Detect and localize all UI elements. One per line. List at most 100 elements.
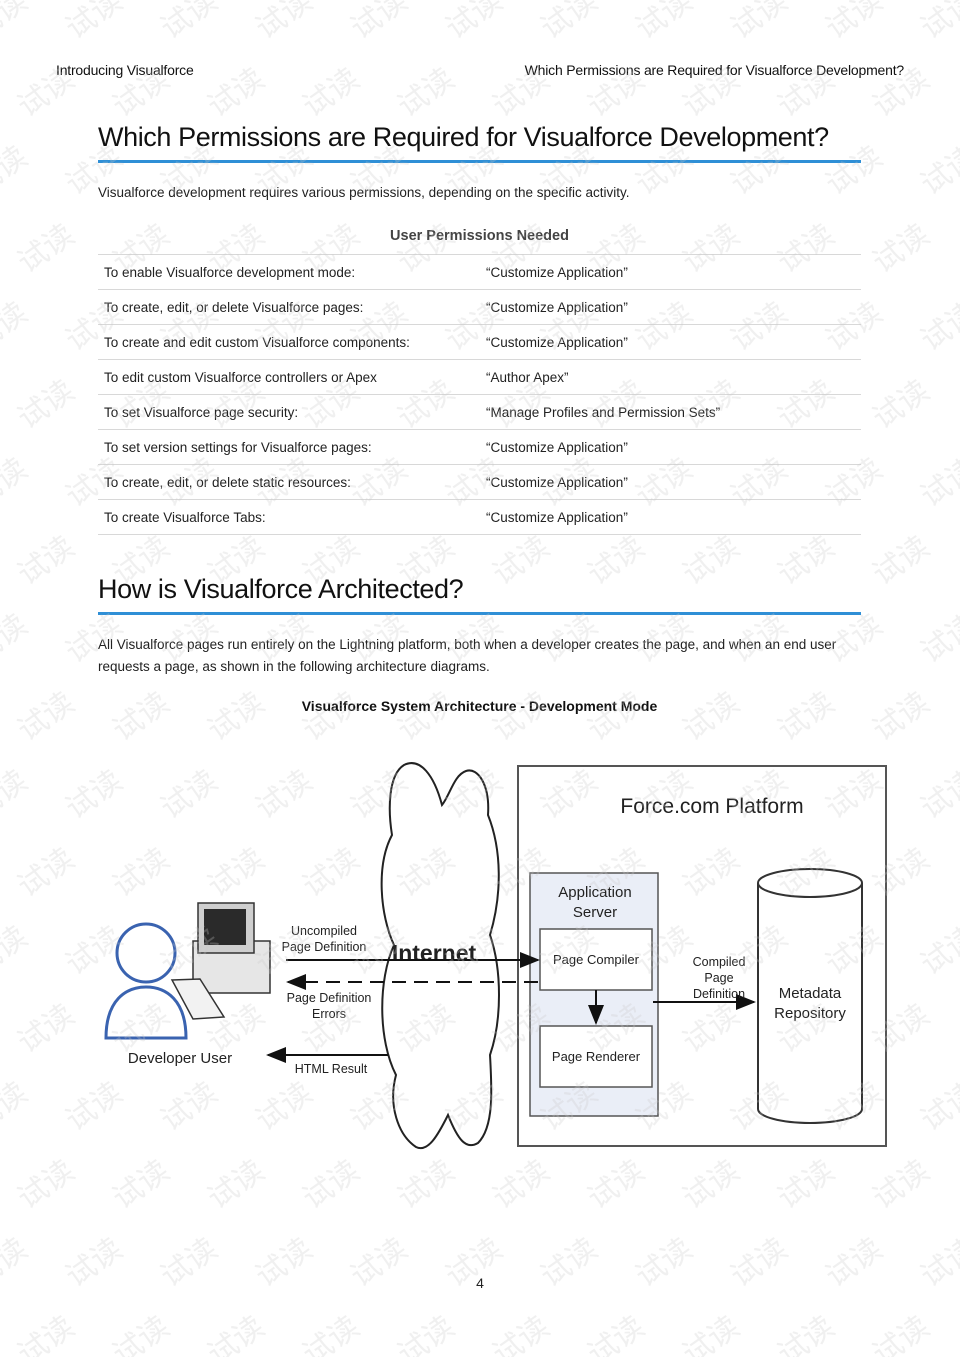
section-title-architecture: How is Visualforce Architected?: [98, 574, 861, 615]
watermark-text: 试读: [297, 61, 366, 124]
running-header-left: Introducing Visualforce: [56, 62, 194, 78]
watermark-text: 试读: [867, 217, 936, 280]
permissions-table-header: User Permissions Needed: [98, 228, 861, 244]
watermark-text: 试读: [677, 1153, 746, 1216]
permission-row: To edit custom Visualforce controllers o…: [98, 360, 861, 395]
permission-task-cell: To edit custom Visualforce controllers o…: [98, 360, 480, 395]
running-header-right: Which Permissions are Required for Visua…: [525, 62, 904, 78]
watermark-text: 试读: [202, 1309, 271, 1357]
permission-required-cell: “Manage Profiles and Permission Sets”: [480, 395, 861, 430]
watermark-text: 试读: [202, 1153, 271, 1216]
watermark-text: 试读: [915, 0, 960, 47]
watermark-text: 试读: [250, 0, 319, 47]
permission-row: To set version settings for Visualforce …: [98, 430, 861, 465]
watermark-text: 试读: [867, 1309, 936, 1357]
watermark-text: 试读: [915, 295, 960, 358]
watermark-text: 试读: [915, 763, 960, 826]
html-result-label: HTML Result: [295, 1062, 368, 1076]
watermark-text: 试读: [915, 607, 960, 670]
watermark-text: 试读: [202, 685, 271, 748]
computer-icon: [172, 903, 270, 1019]
watermark-text: 试读: [107, 1153, 176, 1216]
watermark-text: 试读: [12, 997, 81, 1060]
watermark-text: 试读: [12, 1153, 81, 1216]
developer-user-label: Developer User: [128, 1050, 232, 1067]
metadata-repository-label-1: Metadata: [779, 985, 842, 1002]
watermark-text: 试读: [677, 1309, 746, 1357]
watermark-text: 试读: [915, 919, 960, 982]
watermark-text: 试读: [487, 1153, 556, 1216]
watermark-text: 试读: [392, 61, 461, 124]
permission-task-cell: To create, edit, or delete static resour…: [98, 465, 480, 500]
permission-required-cell: “Customize Application”: [480, 255, 861, 290]
compiled-label-2: Page: [704, 971, 733, 985]
watermark-text: 试读: [630, 0, 699, 47]
uncompiled-label-1: Uncompiled: [291, 924, 357, 938]
watermark-text: 试读: [297, 1153, 366, 1216]
compiled-label-1: Compiled: [693, 955, 746, 969]
watermark-text: 试读: [0, 295, 34, 358]
page-renderer-label: Page Renderer: [552, 1049, 641, 1064]
figure-title: Visualforce System Architecture - Develo…: [98, 698, 861, 714]
watermark-text: 试读: [582, 685, 651, 748]
watermark-text: 试读: [487, 1309, 556, 1357]
permissions-table: To enable Visualforce development mode:“…: [98, 254, 861, 535]
watermark-text: 试读: [867, 373, 936, 436]
watermark-text: 试读: [107, 1309, 176, 1357]
watermark-text: 试读: [12, 685, 81, 748]
permission-required-cell: “Author Apex”: [480, 360, 861, 395]
watermark-text: 试读: [0, 763, 34, 826]
permission-row: To create Visualforce Tabs:“Customize Ap…: [98, 500, 861, 535]
watermark-text: 试读: [772, 1309, 841, 1357]
watermark-text: 试读: [12, 217, 81, 280]
watermark-text: 试读: [297, 685, 366, 748]
watermark-text: 试读: [677, 685, 746, 748]
watermark-text: 试读: [915, 451, 960, 514]
permission-required-cell: “Customize Application”: [480, 290, 861, 325]
compiled-label-3: Definition: [693, 987, 745, 1001]
permission-task-cell: To create Visualforce Tabs:: [98, 500, 480, 535]
permission-row: To create, edit, or delete static resour…: [98, 465, 861, 500]
watermark-text: 试读: [392, 1309, 461, 1357]
watermark-text: 试读: [820, 0, 889, 47]
watermark-text: 试读: [772, 685, 841, 748]
watermark-text: 试读: [867, 529, 936, 592]
application-server-label-1: Application: [558, 884, 631, 901]
watermark-text: 试读: [0, 607, 34, 670]
platform-label: Force.com Platform: [620, 795, 803, 818]
watermark-text: 试读: [297, 1309, 366, 1357]
permissions-intro: Visualforce development requires various…: [98, 182, 861, 204]
watermark-text: 试读: [60, 0, 129, 47]
watermark-text: 试读: [915, 1075, 960, 1138]
internet-label: Internet: [392, 940, 477, 966]
watermark-text: 试读: [345, 0, 414, 47]
architecture-diagram: Force.com Platform Application Server Pa…: [98, 755, 898, 1155]
section-title-permissions: Which Permissions are Required for Visua…: [98, 122, 861, 163]
permission-required-cell: “Customize Application”: [480, 325, 861, 360]
permission-row: To set Visualforce page security:“Manage…: [98, 395, 861, 430]
permission-task-cell: To set Visualforce page security:: [98, 395, 480, 430]
watermark-text: 试读: [392, 685, 461, 748]
permission-row: To create, edit, or delete Visualforce p…: [98, 290, 861, 325]
watermark-text: 试读: [487, 685, 556, 748]
errors-label-2: Errors: [312, 1007, 346, 1021]
watermark-text: 试读: [915, 139, 960, 202]
watermark-text: 试读: [202, 61, 271, 124]
watermark-text: 试读: [867, 685, 936, 748]
errors-label-1: Page Definition: [287, 991, 372, 1005]
permission-required-cell: “Customize Application”: [480, 430, 861, 465]
watermark-text: 试读: [155, 0, 224, 47]
watermark-text: 试读: [12, 841, 81, 904]
watermark-text: 试读: [0, 451, 34, 514]
page-number: 4: [0, 1275, 960, 1291]
application-server-label-2: Server: [573, 904, 617, 921]
watermark-text: 试读: [725, 0, 794, 47]
permission-required-cell: “Customize Application”: [480, 465, 861, 500]
watermark-text: 试读: [535, 0, 604, 47]
watermark-text: 试读: [0, 0, 34, 47]
watermark-text: 试读: [12, 1309, 81, 1357]
metadata-repository-label-2: Repository: [774, 1005, 846, 1022]
uncompiled-label-2: Page Definition: [282, 940, 367, 954]
permission-task-cell: To create and edit custom Visualforce co…: [98, 325, 480, 360]
watermark-text: 试读: [0, 919, 34, 982]
